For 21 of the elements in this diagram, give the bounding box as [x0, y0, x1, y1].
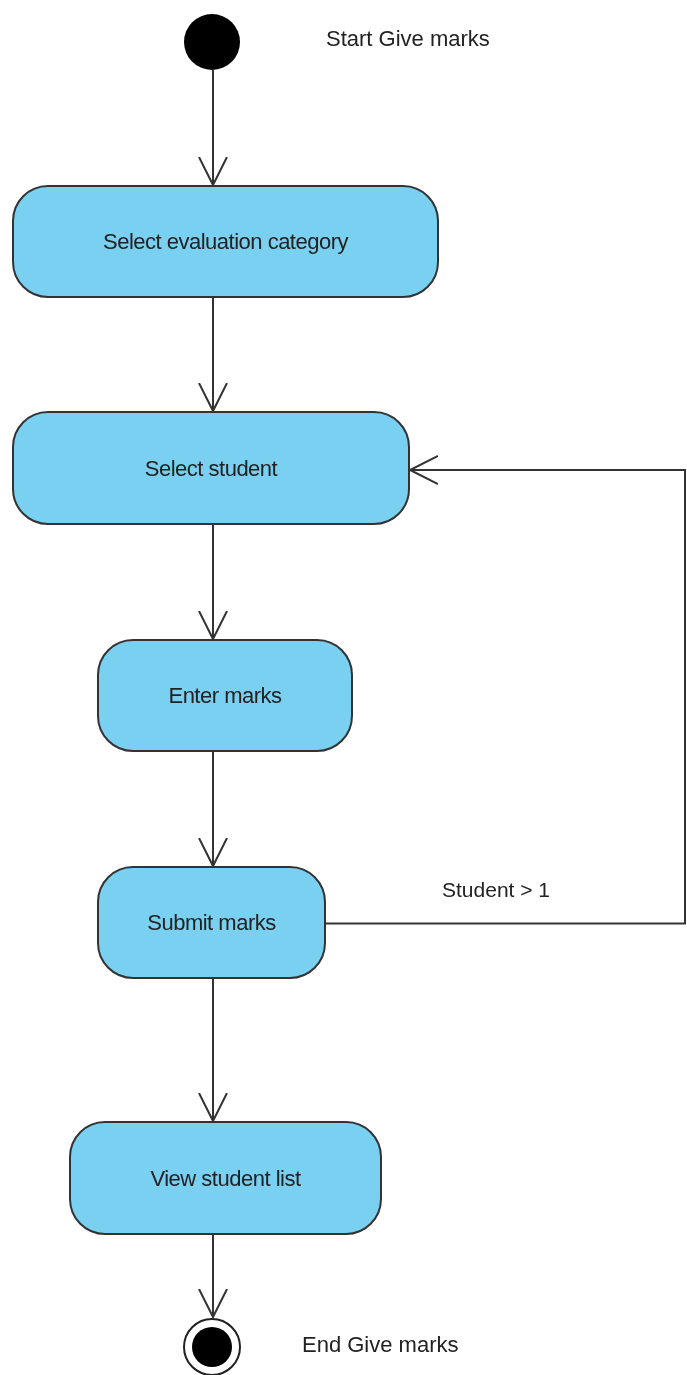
arrow [325, 455, 686, 925]
action-label: View student list [150, 1164, 301, 1193]
action-label: Submit marks [147, 909, 276, 937]
action-label: Select evaluation category [102, 228, 349, 256]
arrow [198, 1234, 228, 1318]
initial-node [184, 14, 240, 70]
action-box [97, 639, 353, 752]
node-caption: Start Give marks [326, 25, 490, 53]
node-caption: End Give marks [302, 1331, 459, 1359]
action-box [69, 1121, 382, 1235]
action-box [12, 411, 410, 525]
arrow [198, 69, 228, 186]
action-box [12, 185, 439, 298]
arrow [198, 751, 228, 867]
arrow [198, 297, 228, 412]
action-label: Enter marks [168, 682, 282, 710]
arrow [198, 524, 228, 640]
final-node [182, 1317, 242, 1375]
action-label: Select student [144, 454, 278, 483]
action-box [97, 866, 326, 979]
arrow [198, 978, 228, 1122]
